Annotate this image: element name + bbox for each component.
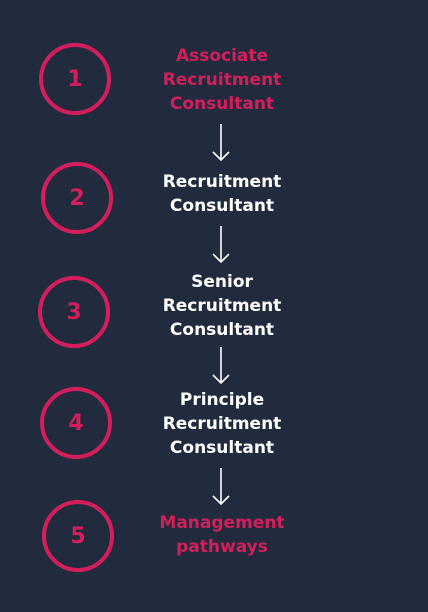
arrow-down-icon: [212, 347, 230, 385]
step-2-circle: 2: [41, 162, 113, 234]
step-3-circle: 3: [38, 276, 110, 348]
step-4-circle: 4: [40, 387, 112, 459]
arrow-down-icon: [212, 124, 230, 162]
step-2-label: Recruitment Consultant: [162, 172, 282, 216]
step-3-number: 3: [66, 299, 82, 325]
step-1-label: Associate Recruitment Consultant: [162, 46, 282, 114]
step-3-label: Senior Recruitment Consultant: [162, 272, 282, 340]
step-5-label: Management pathways: [159, 513, 285, 557]
step-4-label: Principle Recruitment Consultant: [162, 390, 282, 458]
step-4-number: 4: [68, 410, 84, 436]
step-1-number: 1: [67, 66, 83, 92]
step-1-circle: 1: [39, 43, 111, 115]
step-5-number: 5: [70, 523, 86, 549]
step-5-circle: 5: [42, 500, 114, 572]
arrow-down-icon: [212, 468, 230, 506]
step-2-number: 2: [69, 185, 85, 211]
arrow-down-icon: [212, 226, 230, 264]
